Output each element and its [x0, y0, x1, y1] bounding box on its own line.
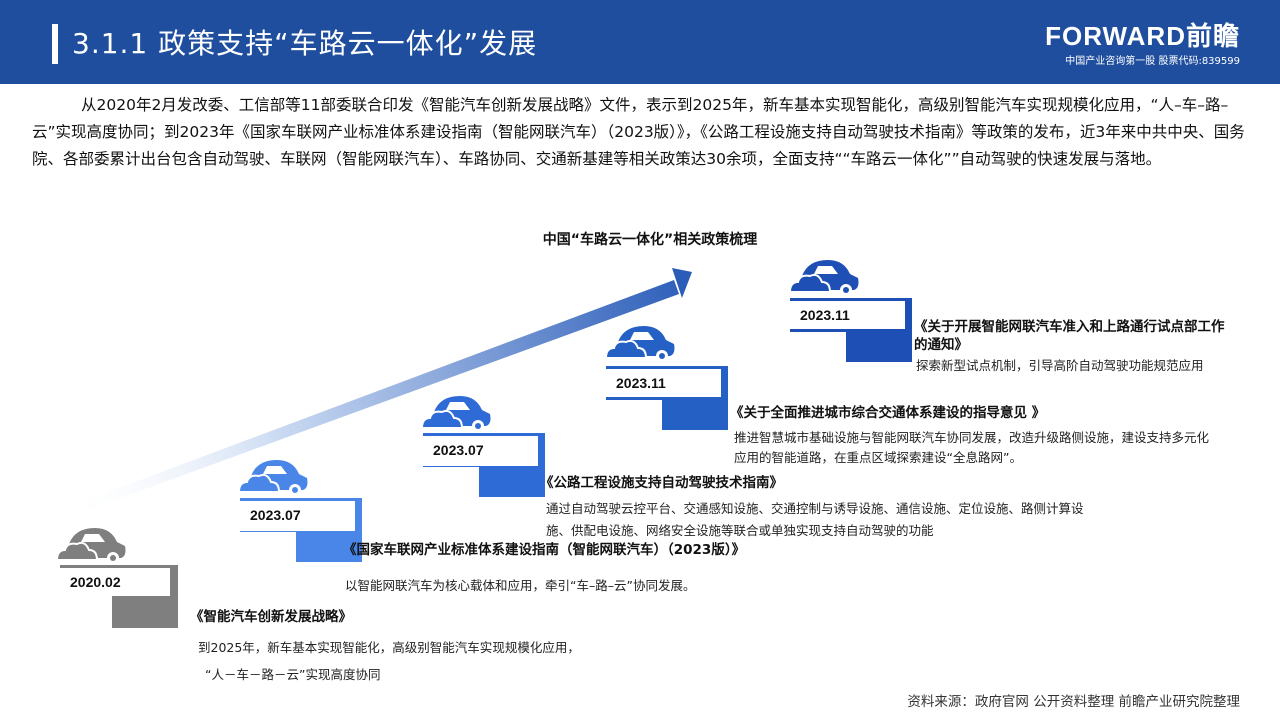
policy-title: 《关于开展智能网联汽车准入和上路通行试点部工作的通知》 [914, 319, 1225, 353]
car-cloud-icon [788, 260, 859, 296]
figure-title-text: 中国“车路云一体化”相关政策梳理 [542, 232, 758, 248]
car-cloud-icon [420, 396, 491, 432]
step-date: 2023.11 [606, 369, 721, 397]
header-banner: 3.1.1 政策支持“车路云一体化”发展 FORWARD前瞻 中国产业咨询第一股… [0, 0, 1280, 84]
header-accent-bar [52, 24, 58, 64]
step-date: 2023.07 [240, 501, 355, 531]
policy-title: 《智能汽车创新发展战略》 [190, 609, 352, 625]
brand-logo: FORWARD前瞻 中国产业咨询第一股 股票代码:839599 [1045, 22, 1240, 67]
step-date: 2023.07 [423, 436, 538, 466]
source-note: 资料来源：政府官网 公开资料整理 前瞻产业研究院整理 [907, 694, 1240, 710]
car-cloud-icon [604, 326, 675, 362]
policy-desc-line2: “人－车－路－云”实现高度协同 [205, 667, 381, 682]
policy-desc: 通过自动驾驶云控平台、交通感知设施、交通控制与诱导设施、通信设施、定位设施、路侧… [546, 501, 1084, 538]
policy-title: 《公路工程设施支持自动驾驶技术指南》 [540, 475, 783, 491]
policy-desc: 探索新型试点机制，引导高阶自动驾驶功能规范应用 [916, 358, 1204, 373]
brand-tagline: 中国产业咨询第一股 股票代码:839599 [1065, 56, 1240, 67]
car-cloud-icon [237, 460, 308, 496]
policy-desc: 到2025年，新车基本实现智能化，高级别智能汽车实现规模化应用， [198, 640, 580, 655]
step-date: 2020.02 [60, 568, 170, 596]
intro-paragraph: 从2020年2月发改委、工信部等11部委联合印发《智能汽车创新发展战略》文件，表… [32, 96, 1245, 168]
page-title: 3.1.1 政策支持“车路云一体化”发展 [72, 27, 538, 60]
policy-desc: 推进智慧城市基础设施与智能网联汽车协同发展，改造升级路侧设施，建设支持多元化应用… [734, 430, 1210, 465]
policy-desc: 以智能网联汽车为核心载体和应用，牵引“车–路–云”协同发展。 [345, 578, 696, 593]
car-cloud-icon [55, 528, 126, 564]
policy-title: 《国家车联网产业标准体系建设指南（智能网联汽车）（2023版）》 [343, 542, 746, 558]
policy-title: 《关于全面推进城市综合交通体系建设的指导意见 》 [730, 405, 1046, 421]
step-date: 2023.11 [790, 301, 905, 329]
figure-title: 中国“车路云一体化”相关政策梳理 [0, 229, 1280, 249]
brand-name: FORWARD前瞻 [1045, 21, 1240, 51]
